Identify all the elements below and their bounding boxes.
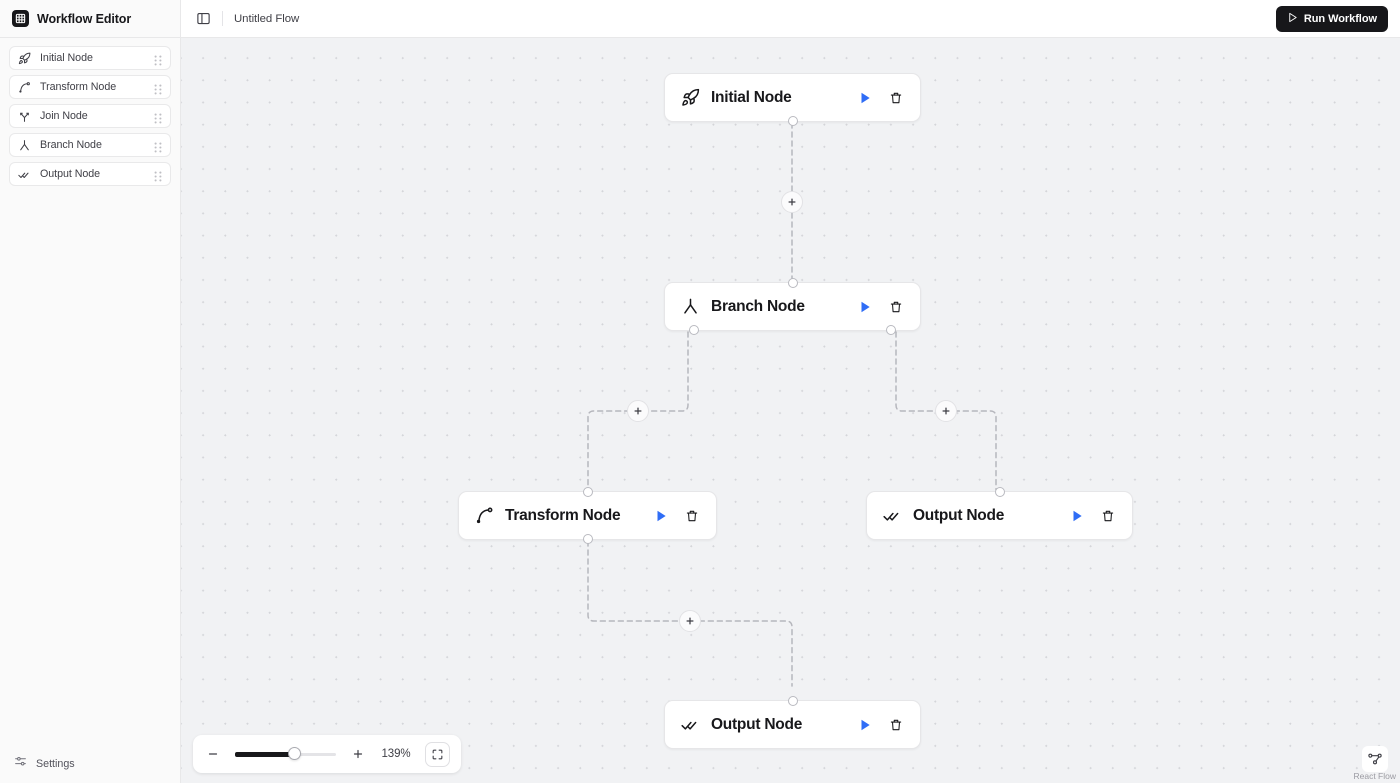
node-handle-source-right[interactable] [886, 325, 896, 335]
node-label: Branch Node [711, 297, 805, 315]
zoom-out-button[interactable] [204, 745, 222, 763]
sliders-icon [14, 755, 27, 773]
split-arrows-icon [18, 139, 31, 152]
palette-item-initial-node[interactable]: Initial Node [9, 46, 171, 70]
run-workflow-button[interactable]: Run Workflow [1275, 6, 1388, 32]
node-handle-source[interactable] [787, 116, 798, 126]
delete-node-button[interactable] [885, 296, 907, 318]
play-icon [1287, 12, 1298, 26]
sidebar-header: Workflow Editor [0, 0, 180, 38]
rocket-icon [680, 88, 700, 108]
split-arrows-icon [680, 297, 700, 317]
bezier-curve-icon [474, 506, 494, 526]
palette-item-label: Join Node [40, 110, 88, 122]
zoom-slider-fill [235, 752, 293, 757]
settings-label: Settings [36, 758, 75, 770]
flow-name[interactable]: Untitled Flow [234, 12, 300, 25]
bezier-curve-icon [18, 81, 31, 94]
double-check-icon [18, 168, 31, 181]
run-node-button[interactable] [1066, 505, 1088, 527]
palette-item-transform-node[interactable]: Transform Node [9, 75, 171, 99]
add-node-on-edge-branch-output[interactable] [935, 400, 957, 422]
palette-item-label: Initial Node [40, 52, 93, 64]
zoom-slider[interactable] [235, 747, 336, 761]
delete-node-button[interactable] [885, 714, 907, 736]
node-handle-target[interactable] [787, 696, 798, 706]
node-transform-node[interactable]: Transform Node [458, 487, 717, 544]
edge-layer [587, 122, 997, 687]
workflow-logo-icon [12, 10, 29, 27]
add-node-on-edge-transform-output[interactable] [679, 610, 701, 632]
zoom-controls: 139% [193, 735, 461, 773]
node-output-node-right[interactable]: Output Node [866, 487, 1133, 540]
node-label: Output Node [913, 506, 1005, 524]
delete-node-button[interactable] [681, 505, 703, 527]
node-handle-target[interactable] [787, 278, 798, 288]
run-node-button[interactable] [854, 87, 876, 109]
fit-view-button[interactable] [425, 741, 450, 767]
node-handle-source[interactable] [582, 534, 593, 544]
node-handle-source-left[interactable] [689, 325, 699, 335]
app-title: Workflow Editor [37, 11, 132, 26]
drag-handle-icon[interactable] [154, 169, 162, 181]
palette-item-branch-node[interactable]: Branch Node [9, 133, 171, 157]
double-check-icon [680, 715, 700, 735]
drag-handle-icon[interactable] [154, 140, 162, 152]
node-label: Initial Node [711, 88, 792, 106]
zoom-in-button[interactable] [349, 745, 367, 763]
node-actions [650, 505, 703, 527]
run-workflow-label: Run Workflow [1303, 13, 1377, 25]
node-actions [854, 714, 907, 736]
palette-item-output-node[interactable]: Output Node [9, 162, 171, 186]
node-label: Output Node [711, 715, 803, 733]
react-flow-attribution[interactable]: React Flow [1353, 746, 1396, 781]
panel-left-icon[interactable] [192, 8, 214, 30]
zoom-level-label: 139% [381, 748, 411, 760]
run-node-button[interactable] [650, 505, 672, 527]
node-initial-node[interactable]: Initial Node [664, 73, 921, 126]
run-node-button[interactable] [854, 714, 876, 736]
add-node-on-edge-branch-transform[interactable] [627, 400, 649, 422]
palette-item-label: Branch Node [40, 139, 102, 151]
node-actions [1066, 505, 1119, 527]
sidebar-item-settings[interactable]: Settings [0, 745, 180, 783]
rocket-icon [18, 52, 31, 65]
delete-node-button[interactable] [1097, 505, 1119, 527]
double-check-icon [882, 506, 902, 526]
sidebar: Workflow Editor Initial Node [0, 0, 181, 783]
palette-item-label: Transform Node [40, 81, 117, 93]
editor-main: Untitled Flow Run Workflow [181, 0, 1400, 783]
drag-handle-icon[interactable] [154, 82, 162, 94]
node-actions [854, 296, 907, 318]
flow-canvas[interactable]: Initial Node [181, 38, 1400, 783]
node-actions [854, 87, 907, 109]
topbar-divider [222, 11, 223, 26]
delete-node-button[interactable] [885, 87, 907, 109]
node-handle-target[interactable] [994, 487, 1005, 497]
node-label: Transform Node [505, 506, 621, 524]
attribution-label: React Flow [1353, 771, 1396, 781]
node-palette: Initial Node Transf [0, 38, 180, 186]
palette-item-join-node[interactable]: Join Node [9, 104, 171, 128]
merge-arrows-icon [18, 110, 31, 123]
node-output-node-bottom[interactable]: Output Node [664, 696, 921, 749]
palette-item-label: Output Node [40, 168, 101, 180]
add-node-on-edge-initial-branch[interactable] [781, 191, 803, 213]
drag-handle-icon[interactable] [154, 111, 162, 123]
zoom-slider-thumb[interactable] [288, 747, 301, 760]
node-branch-node[interactable]: Branch Node [664, 278, 921, 335]
node-handle-target[interactable] [582, 487, 593, 497]
run-node-button[interactable] [854, 296, 876, 318]
topbar: Untitled Flow Run Workflow [181, 0, 1400, 38]
drag-handle-icon[interactable] [154, 53, 162, 65]
react-flow-logo-icon [1361, 746, 1388, 772]
